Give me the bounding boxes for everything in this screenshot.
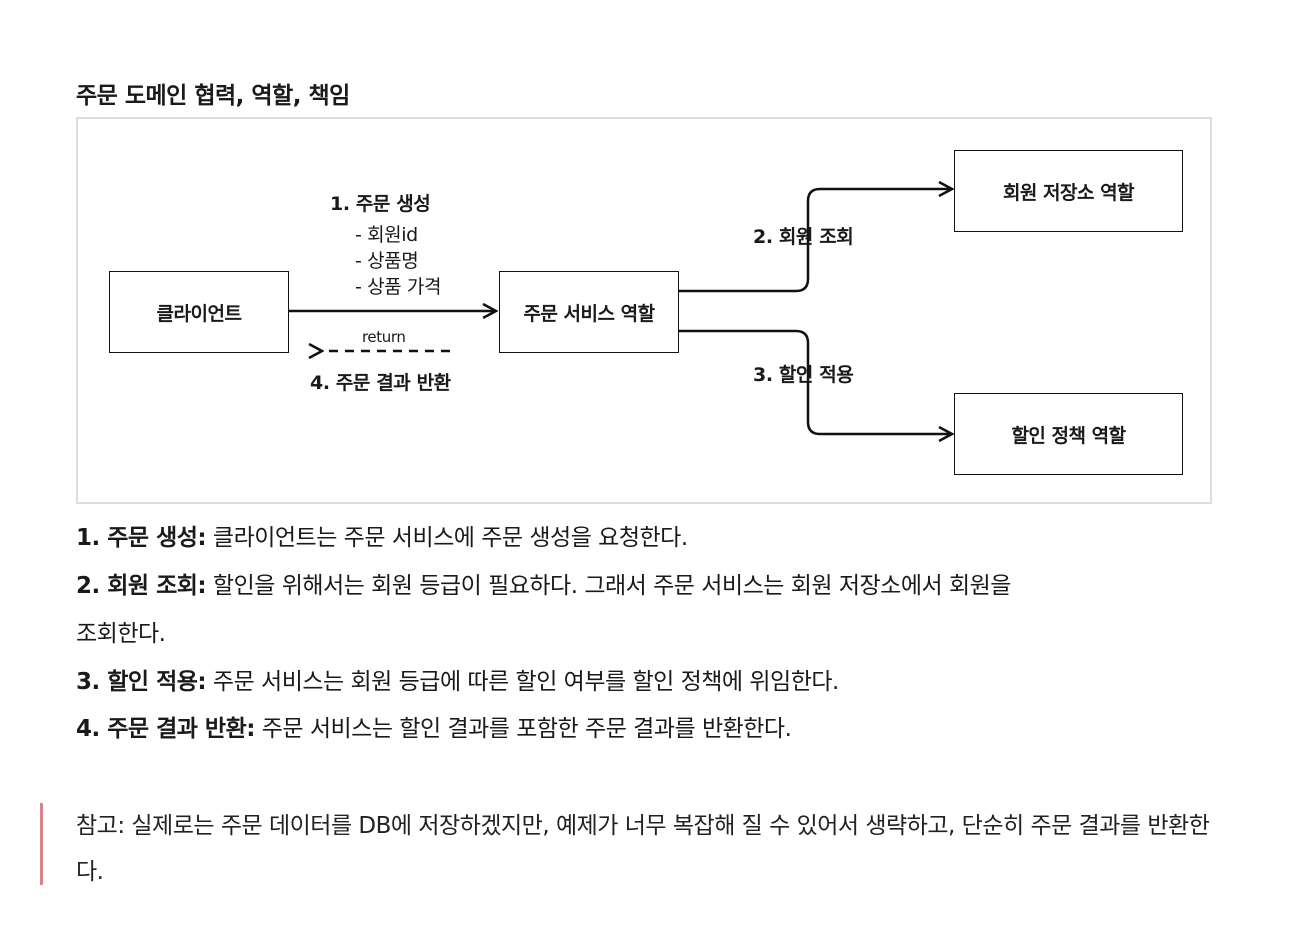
diagram: 클라이언트 주문 서비스 역할 회원 저장소 역할 할인 정책 역할 1. 주문…	[76, 117, 1212, 504]
note-accent-bar	[40, 803, 43, 885]
apply-discount-arrow	[678, 329, 952, 434]
member-repository-box: 회원 저장소 역할	[954, 150, 1183, 232]
param-member-id: - 회원id	[355, 224, 418, 246]
note-callout: 참고: 실제로는 주문 데이터를 DB에 저장하겠지만, 예제가 너무 복잡해 …	[40, 803, 1220, 885]
create-order-label: 1. 주문 생성	[330, 193, 431, 215]
page-title: 주문 도메인 협력, 역할, 책임	[76, 83, 350, 109]
member-lookup-label: 2. 회원 조회	[753, 226, 854, 248]
description-2-continued: 조회한다.	[76, 621, 166, 647]
return-result-label: 4. 주문 결과 반환	[310, 372, 451, 394]
description-3: 3. 할인 적용: 주문 서비스는 회원 등급에 따른 할인 여부를 할인 정책…	[76, 669, 839, 695]
note-text: 참고: 실제로는 주문 데이터를 DB에 저장하겠지만, 예제가 너무 복잡해 …	[76, 813, 1210, 885]
discount-policy-box: 할인 정책 역할	[954, 393, 1183, 475]
client-box: 클라이언트	[109, 271, 289, 353]
param-item-price: - 상품 가격	[355, 276, 442, 298]
apply-discount-label: 3. 할인 적용	[753, 364, 854, 386]
description-4: 4. 주문 결과 반환: 주문 서비스는 할인 결과를 포함한 주문 결과를 반…	[76, 716, 792, 742]
diagram-connectors	[289, 119, 1210, 502]
order-service-box: 주문 서비스 역할	[499, 271, 679, 353]
param-item-name: - 상품명	[355, 250, 419, 272]
description-2: 2. 회원 조회: 할인을 위해서는 회원 등급이 필요하다. 그래서 주문 서…	[76, 573, 1011, 599]
description-1: 1. 주문 생성: 클라이언트는 주문 서비스에 주문 생성을 요청한다.	[76, 525, 688, 551]
member-lookup-arrow	[678, 189, 952, 293]
return-label: return	[362, 328, 406, 346]
